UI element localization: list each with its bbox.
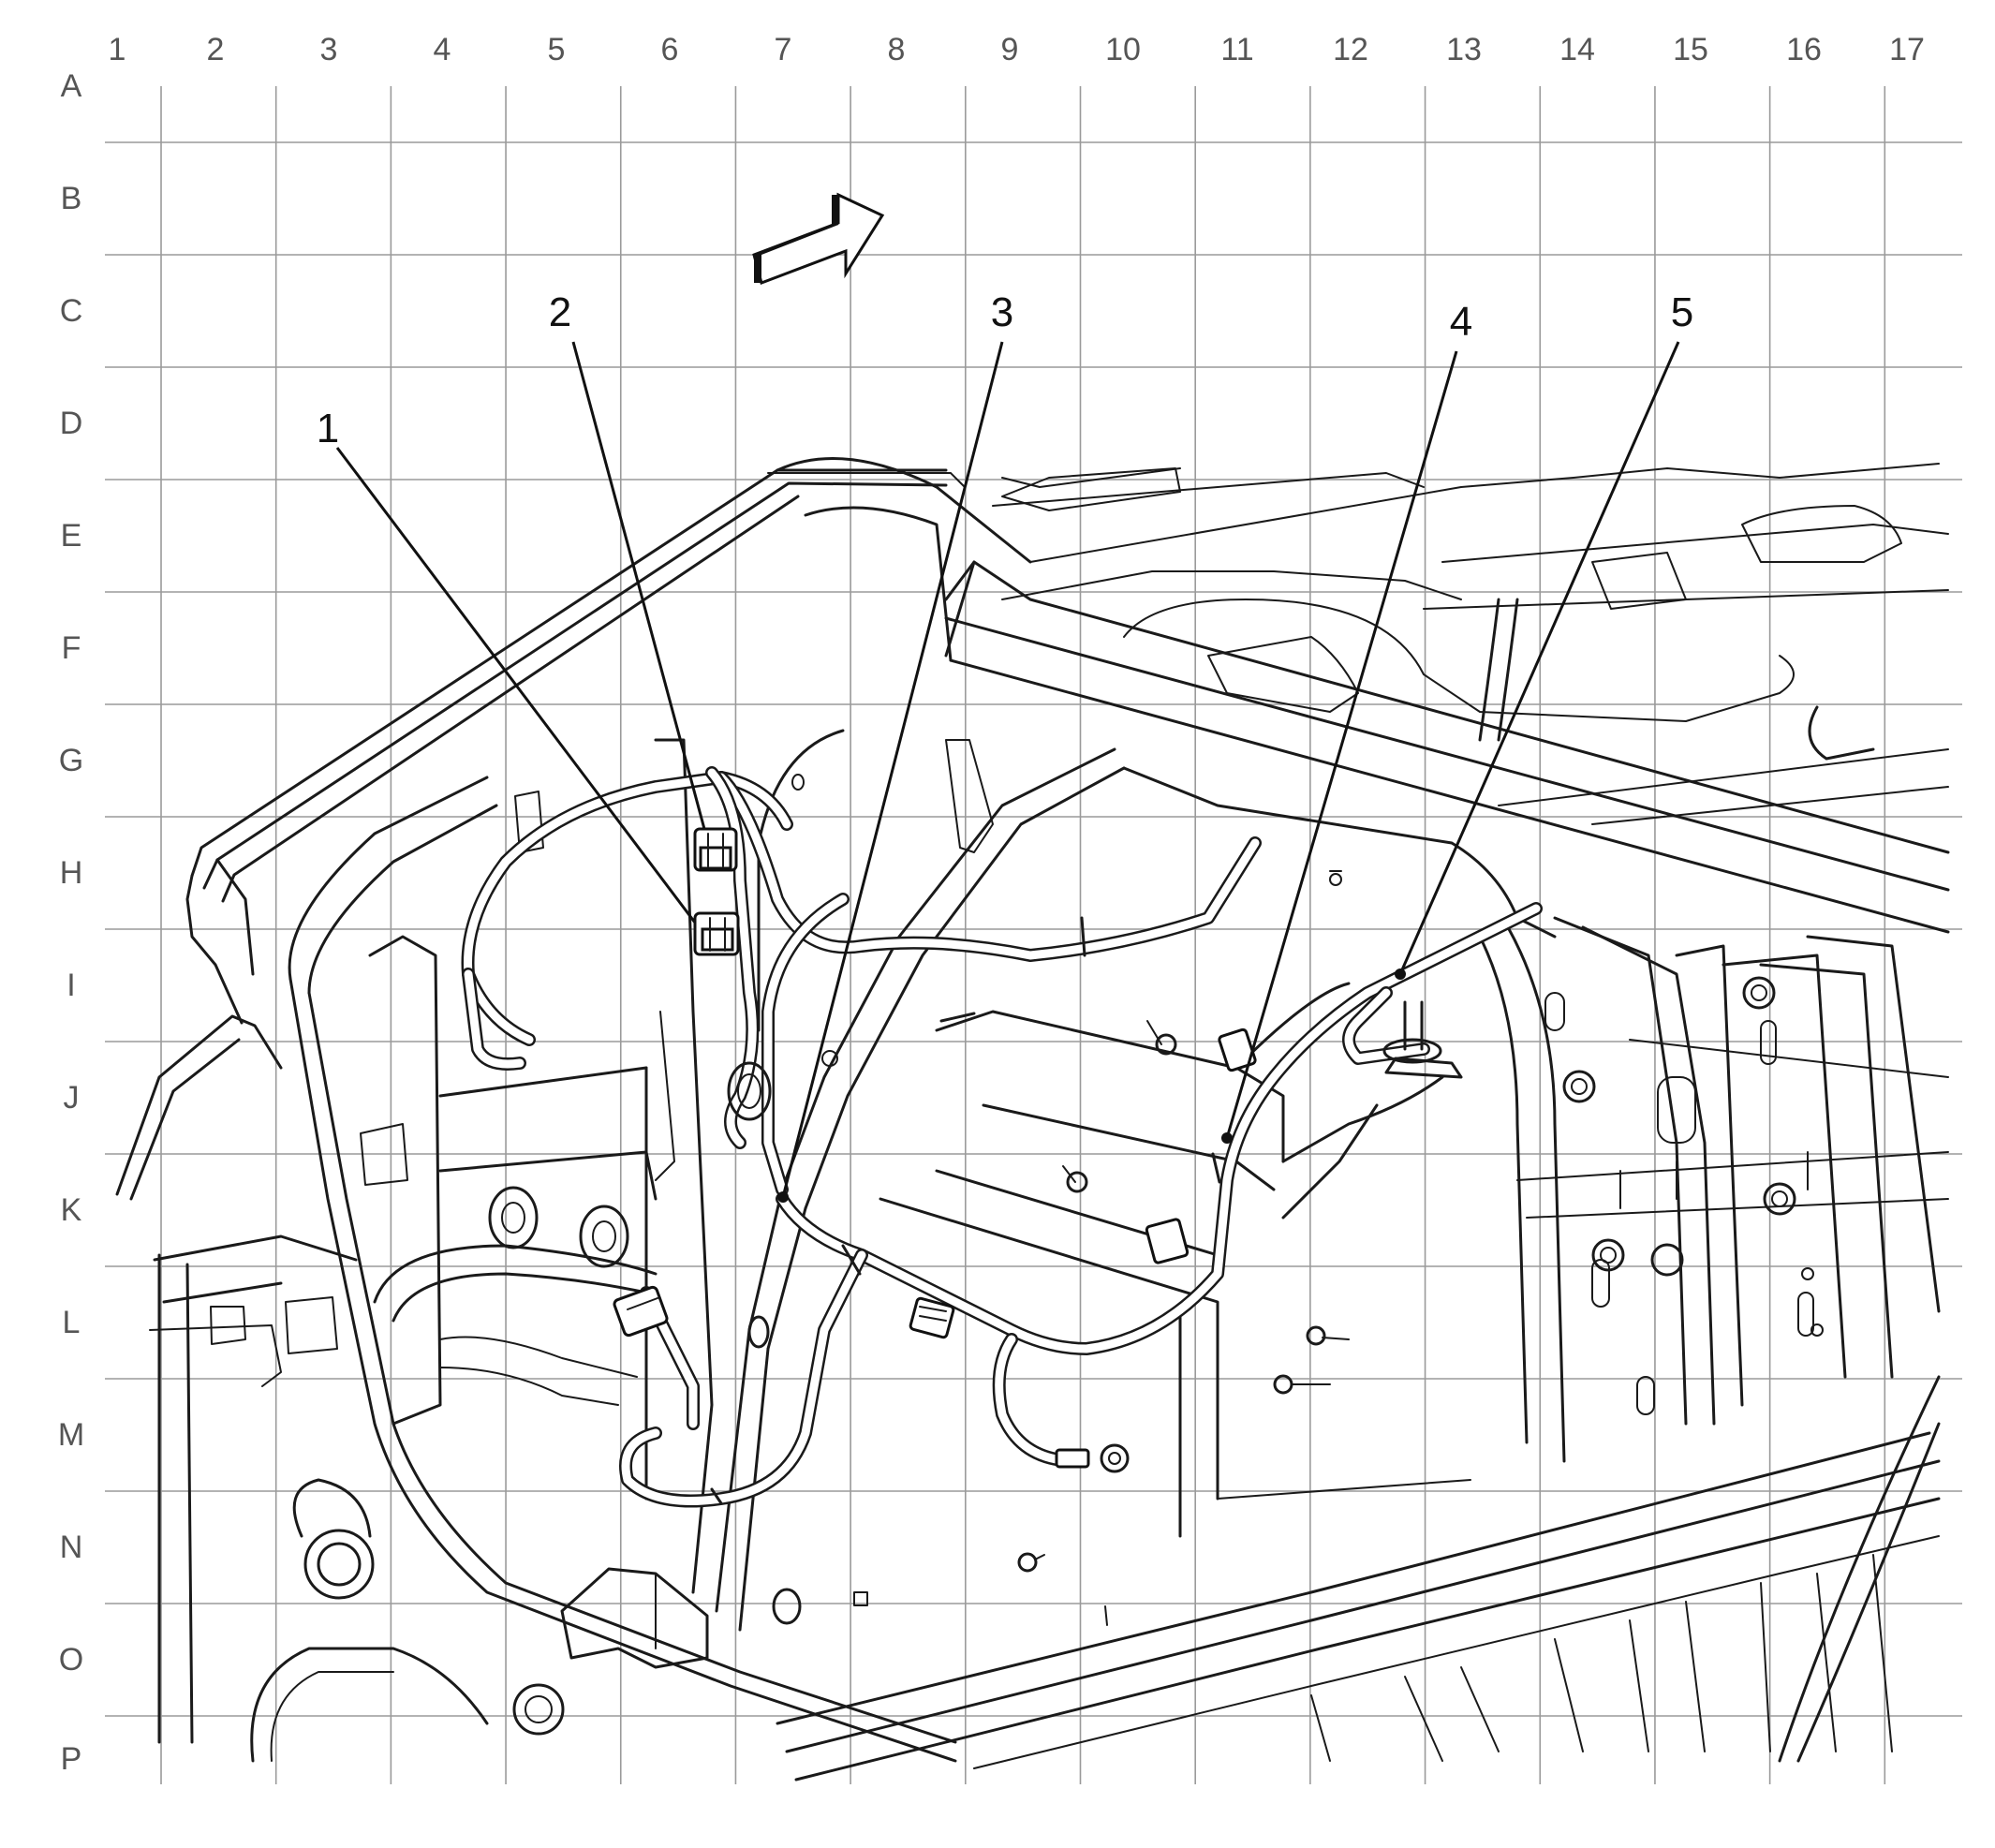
- column-label: 1: [109, 32, 126, 67]
- connector-l-left: [613, 1285, 669, 1338]
- column-label: 8: [888, 32, 906, 67]
- row-label: F: [62, 630, 81, 666]
- row-label: N: [60, 1530, 83, 1565]
- row-label: K: [61, 1192, 82, 1228]
- leader-line-4: [1225, 350, 1458, 1139]
- column-label: 16: [1786, 32, 1822, 67]
- terminal-m: [1055, 1443, 1130, 1473]
- column-label: 6: [661, 32, 679, 67]
- leader-line-3: [781, 341, 1004, 1198]
- column-label: 7: [775, 32, 792, 67]
- leader-line-5: [1398, 341, 1680, 975]
- callout-3: 3: [991, 289, 1013, 335]
- forward-arrow-icon: [752, 192, 885, 285]
- leader-dot-4: [1221, 1132, 1233, 1144]
- row-label: O: [59, 1642, 83, 1678]
- column-label: 17: [1889, 32, 1925, 67]
- row-label: C: [60, 293, 83, 329]
- leader-dot-3: [777, 1191, 789, 1203]
- column-label: 13: [1446, 32, 1482, 67]
- column-label: 9: [1001, 32, 1019, 67]
- row-label: P: [61, 1741, 82, 1777]
- leader-line-1: [335, 447, 697, 924]
- row-label: H: [60, 855, 83, 891]
- row-labels: A B C D E F G H I J K L M N O P: [58, 68, 84, 1777]
- row-label: B: [61, 181, 82, 216]
- column-label: 4: [434, 32, 451, 67]
- row-label: A: [61, 68, 82, 104]
- body-structure: [115, 457, 1950, 1781]
- callout-leaders: [335, 341, 1680, 1203]
- leader-line-2: [571, 341, 706, 830]
- column-label: 2: [207, 32, 225, 67]
- callout-1: 1: [317, 406, 339, 451]
- row-label: G: [59, 743, 83, 778]
- callout-5: 5: [1671, 289, 1693, 335]
- wiring-harness: [461, 598, 1875, 1508]
- column-label: 5: [548, 32, 566, 67]
- row-label: E: [61, 518, 82, 554]
- row-label: I: [66, 968, 75, 1003]
- row-label: D: [60, 406, 83, 441]
- column-label: 12: [1333, 32, 1368, 67]
- leader-dot-5: [1395, 968, 1406, 980]
- column-labels: 1 2 3 4 5 6 7 8 9 10 11 12 13 14 15 16 1…: [109, 32, 1925, 67]
- callout-4: 4: [1450, 299, 1472, 345]
- column-label: 10: [1105, 32, 1141, 67]
- connector-lower: [693, 911, 740, 956]
- grid-lines: [105, 86, 1962, 1784]
- callout-2: 2: [549, 289, 571, 335]
- connector-upper: [693, 827, 738, 872]
- connector-center: [909, 1296, 955, 1339]
- row-label: L: [63, 1305, 81, 1340]
- column-label: 15: [1673, 32, 1708, 67]
- column-label: 14: [1559, 32, 1595, 67]
- callout-numbers: 1 2 3 4 5: [317, 289, 1693, 451]
- connector-j-right: [1218, 1027, 1257, 1072]
- row-label: J: [64, 1080, 80, 1116]
- column-label: 11: [1220, 32, 1253, 67]
- row-label: M: [58, 1417, 84, 1453]
- connector-k-right: [1145, 1218, 1190, 1264]
- column-label: 3: [320, 32, 338, 67]
- stud-i: [1382, 1000, 1463, 1079]
